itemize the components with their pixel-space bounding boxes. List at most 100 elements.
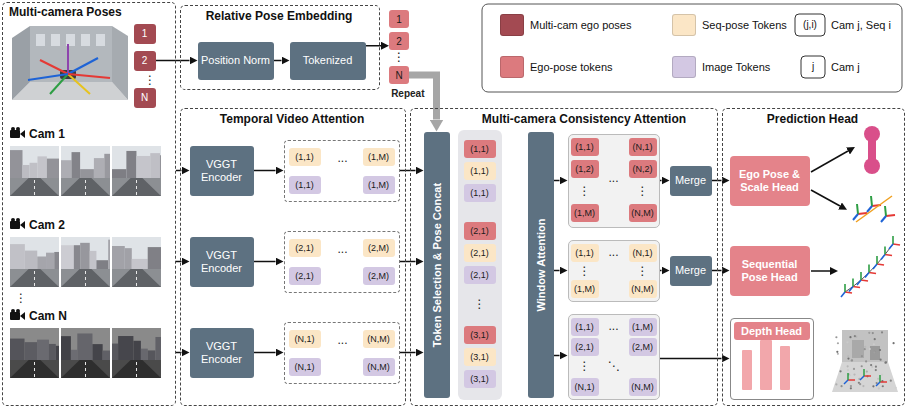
building: [49, 344, 56, 360]
camera-frame: [10, 237, 59, 287]
pose-axis: [845, 292, 852, 293]
node-text: (N,M): [367, 334, 390, 344]
dumbbell-end: [864, 126, 880, 142]
process-box: Position Norm: [198, 42, 274, 80]
ellipsis: ...: [599, 170, 629, 186]
camera-reel: [16, 127, 20, 131]
token-group: ⋮...⋮(1,1)(1,2)(1,M)(N,1)(N,2)(N,M): [568, 134, 660, 228]
camera-frame: [61, 237, 110, 287]
legend-sample-text: (j,i): [795, 14, 825, 36]
image-token: (1,1): [289, 176, 321, 194]
road: [112, 360, 161, 378]
ellipsis: ...: [599, 318, 629, 334]
ellipsis: ⋮: [571, 263, 599, 279]
ellipsis: ...: [325, 332, 361, 348]
node-text: (2,M): [632, 342, 653, 352]
node-text: (N,1): [633, 248, 653, 258]
lane-mark: [136, 271, 137, 287]
ego-pose-token: (3,1): [464, 326, 496, 344]
node-text: Cam 2: [29, 218, 65, 232]
building: [133, 341, 140, 360]
process-box: VGGT Encoder: [190, 237, 254, 287]
pose-axis: [844, 380, 848, 384]
pose-axis: [873, 264, 877, 269]
lane-mark: [34, 271, 35, 287]
cloud-point: [861, 365, 863, 367]
cloud-point: [851, 359, 853, 361]
legend-text: Ego-pose tokens: [530, 56, 613, 78]
camera-lens: [20, 221, 25, 229]
cloud-point: [872, 385, 874, 387]
head-box: Ego Pose & Scale Head: [730, 156, 810, 206]
process-box: VGGT Encoder: [190, 146, 254, 196]
scale-dumbbell: [864, 126, 880, 174]
sky: [10, 146, 59, 196]
camera-icon: [10, 309, 25, 320]
window: [36, 34, 45, 46]
building: [10, 244, 25, 269]
camera-pose-axis: [68, 58, 98, 74]
ego-pose-token: 1: [134, 24, 156, 44]
node-text: Position Norm: [201, 54, 270, 67]
building: [10, 150, 22, 178]
window: [96, 34, 105, 46]
camera-reel: [16, 309, 20, 313]
seq-pose-token: (N,M): [363, 330, 395, 348]
image-token: (3,1): [464, 370, 496, 388]
edge-label: Repeat: [389, 88, 426, 100]
ground: [112, 178, 161, 196]
legend-text: Multi-cam ego poses: [530, 14, 632, 36]
building: [148, 247, 161, 269]
cloud-point: [882, 385, 884, 387]
pose-axis: [880, 381, 887, 383]
node-text: 2: [142, 55, 148, 66]
road: [112, 269, 161, 287]
ground: [61, 178, 110, 196]
ellipsis: ⋮: [458, 296, 502, 312]
flow-arrow: [554, 355, 560, 357]
camera-pose-axis: [28, 74, 68, 80]
pose-axis: [881, 216, 886, 222]
cloud-point: [853, 373, 855, 375]
cloud-point: [872, 332, 874, 334]
cloud-point: [861, 355, 863, 357]
node-text: Relative Pose Embedding: [181, 9, 377, 23]
node-text: (N,1): [295, 362, 315, 372]
image-token: (1,M): [629, 318, 657, 336]
building: [37, 256, 46, 269]
image-token: (2,1): [571, 338, 599, 356]
pose-axis: [871, 196, 872, 206]
building: [25, 342, 38, 360]
node-text: (N,1): [633, 142, 653, 152]
camera-pose-axis: [68, 74, 110, 78]
building: [92, 344, 102, 360]
depth-head: Depth Head: [730, 318, 814, 400]
node-text: (2,1): [470, 248, 489, 258]
cloud-point: [847, 355, 849, 357]
road: [61, 269, 110, 287]
cloud-point: [874, 338, 876, 340]
legend-swatch: [672, 56, 696, 78]
leader-arrow: [811, 190, 840, 206]
cloud-point: [854, 335, 856, 337]
ground: [61, 269, 110, 287]
pose-axis: [861, 280, 868, 281]
ellipsis: ⋮: [15, 290, 27, 306]
building: [37, 340, 49, 360]
road: [10, 178, 59, 196]
cloud-point: [884, 362, 886, 364]
legend-text: Cam j, Seq i: [831, 14, 891, 36]
legend-swatch: [500, 56, 524, 78]
node-text: (1,1): [295, 180, 314, 190]
node-text: (2,1): [575, 342, 594, 352]
legend-swatch: [500, 14, 524, 36]
attention-bar: Window Attention: [528, 132, 554, 398]
dashed-panel: Multi-camera Consistency AttentionToken …: [410, 108, 718, 406]
token-group: ...⋮⋮(1,1)(N,1)(1,M)(N,M): [568, 240, 660, 302]
node-text: (1,M): [574, 284, 595, 294]
building: [47, 159, 59, 178]
sky: [61, 146, 110, 196]
building: [103, 351, 110, 360]
pose-axis: [868, 265, 870, 273]
